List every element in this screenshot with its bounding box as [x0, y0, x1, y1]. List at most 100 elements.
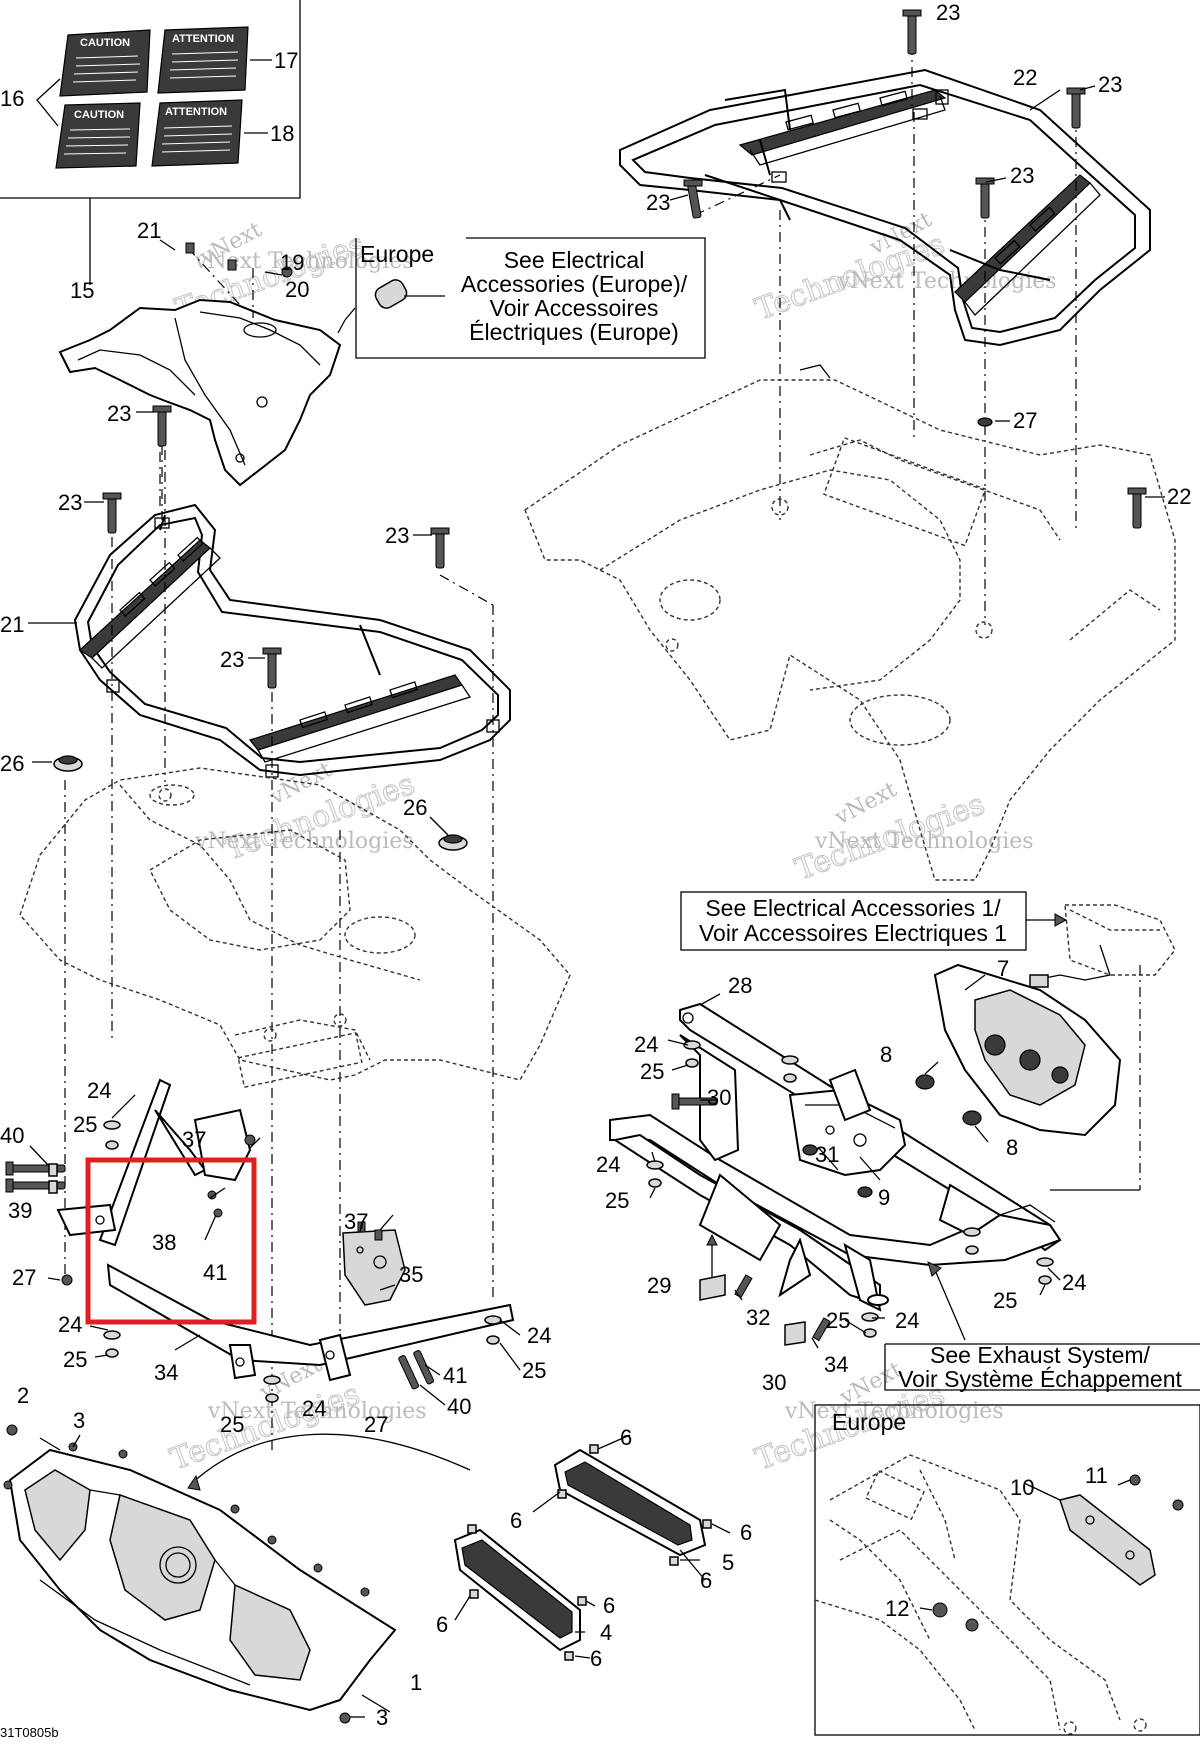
- drawing-code: 31T0805b: [0, 1725, 59, 1740]
- callout-24: 24: [634, 1032, 658, 1057]
- note-electrical-europe: Europe See Electrical Accessories (Europ…: [355, 237, 706, 359]
- callout-24: 24: [302, 1396, 326, 1421]
- svg-text:Électriques (Europe): Électriques (Europe): [469, 319, 679, 345]
- callout-8: 8: [1006, 1135, 1018, 1160]
- callout-10: 10: [1010, 1475, 1034, 1500]
- callout-23: 23: [107, 401, 131, 426]
- callout-24: 24: [895, 1308, 919, 1333]
- callout-17: 19: [280, 250, 304, 275]
- leader-lines: [28, 85, 1165, 1718]
- callout-27: 27: [12, 1265, 36, 1290]
- svg-text:CAUTION: CAUTION: [80, 37, 130, 49]
- callout-21: 21: [0, 612, 24, 637]
- callout-23: 23: [646, 190, 670, 215]
- svg-text:Voir Système Échappement: Voir Système Échappement: [898, 1366, 1182, 1392]
- note-exhaust: See Exhaust System/ Voir Système Échappe…: [884, 1261, 1200, 1392]
- callout-3: 3: [73, 1408, 85, 1433]
- callout-24: 24: [527, 1323, 551, 1348]
- callout-24: 24: [1062, 1270, 1086, 1295]
- decal-attention-1: ATTENTION: [157, 26, 249, 94]
- callout-3: 3: [376, 1705, 388, 1730]
- front-fascia: [3, 1424, 471, 1724]
- rear-fender: [524, 364, 1176, 881]
- callout-6: 6: [590, 1646, 602, 1671]
- front-bumper: [56, 1078, 515, 1382]
- europe-plug: [337, 279, 445, 334]
- callout-41: 41: [203, 1260, 227, 1285]
- callout-6: 6: [700, 1568, 712, 1593]
- callout-31: 30: [707, 1085, 731, 1110]
- highlight-box: [85, 1157, 257, 1325]
- callout-6: 6: [620, 1425, 632, 1450]
- bracket-36: [342, 1221, 406, 1306]
- svg-text:Accessories (Europe)/: Accessories (Europe)/: [461, 271, 688, 297]
- callout-25: 25: [220, 1412, 244, 1437]
- callout-26: 26: [0, 751, 24, 776]
- svg-text:CAUTION: CAUTION: [74, 109, 124, 121]
- callout-39: 40: [447, 1394, 471, 1419]
- callout-30: 30: [762, 1370, 786, 1395]
- callout-37: 37: [344, 1209, 368, 1234]
- callout-6: 6: [436, 1612, 448, 1637]
- callout-6: 6: [510, 1508, 522, 1533]
- decal-panel: CAUTION ATTENTION CAUTION ATTENTION: [0, 0, 301, 285]
- callout-23: 23: [385, 523, 409, 548]
- callout-8: 8: [880, 1042, 892, 1067]
- callout-23: 23: [936, 0, 960, 25]
- callout-1: 1: [410, 1670, 422, 1695]
- watermark-full: vNext Technologies: [207, 1399, 427, 1424]
- callout-30: 29: [647, 1273, 671, 1298]
- europe-inset: Europe: [814, 1404, 1200, 1736]
- callout-40: 40: [0, 1123, 24, 1148]
- callout-24: 24: [58, 1312, 82, 1337]
- svg-text:Voir Accessoires: Voir Accessoires: [490, 295, 659, 321]
- callout-22: 22: [1167, 484, 1191, 509]
- callout-25: 25: [993, 1288, 1017, 1313]
- callout-34: 32: [746, 1305, 770, 1330]
- callout-37: 37: [182, 1127, 206, 1152]
- callout-25: 25: [605, 1188, 629, 1213]
- callout-4: 4: [600, 1620, 612, 1645]
- callout-25: 25: [63, 1347, 87, 1372]
- decal-caution-2: CAUTION: [55, 102, 141, 169]
- callout-5: 5: [722, 1550, 734, 1575]
- europe-inset-label: Europe: [832, 1409, 906, 1435]
- decal-caution-1: CAUTION: [59, 29, 151, 97]
- callout-18: 20: [285, 277, 309, 302]
- callout-23: 23: [1010, 163, 1034, 188]
- callout-23: 23: [58, 490, 82, 515]
- callout-11: 11: [1085, 1463, 1108, 1488]
- callout-13-16: 15: [70, 278, 94, 303]
- grille-upper: [553, 1448, 707, 1557]
- callout-23: 23: [220, 647, 244, 672]
- callout-16: 18: [270, 121, 294, 146]
- callout-34: 34: [824, 1352, 848, 1377]
- callout-38: 38: [152, 1230, 176, 1255]
- callout-20: 22: [1013, 65, 1037, 90]
- callout-7: 7: [997, 956, 1009, 981]
- front-fender: [19, 767, 571, 1088]
- grille-lower: [453, 1528, 581, 1652]
- note-electrical-1: See Electrical Accessories 1/ Voir Acces…: [680, 891, 1068, 951]
- callout-25: 25: [73, 1112, 97, 1137]
- callout-12: 12: [885, 1596, 909, 1621]
- svg-text:ATTENTION: ATTENTION: [172, 33, 234, 45]
- rear-console-cover: [58, 239, 445, 520]
- callout-23: 23: [1098, 72, 1122, 97]
- svg-text:ATTENTION: ATTENTION: [165, 106, 227, 118]
- hardware-bolts: [5, 9, 1147, 1403]
- svg-text:See Exhaust System/: See Exhaust System/: [930, 1342, 1150, 1368]
- callout-9: 9: [878, 1185, 890, 1210]
- callout-25: 25: [522, 1358, 546, 1383]
- note-europe-label: Europe: [360, 241, 434, 267]
- watermark-full: vNext Technologies: [194, 829, 414, 854]
- callout-27: 27: [364, 1412, 388, 1437]
- callout-25: 25: [640, 1059, 664, 1084]
- rear-rack: [619, 45, 1151, 625]
- callout-2: 2: [17, 1383, 29, 1408]
- callout-29: 28: [728, 973, 752, 998]
- callout-25: 25: [826, 1308, 850, 1333]
